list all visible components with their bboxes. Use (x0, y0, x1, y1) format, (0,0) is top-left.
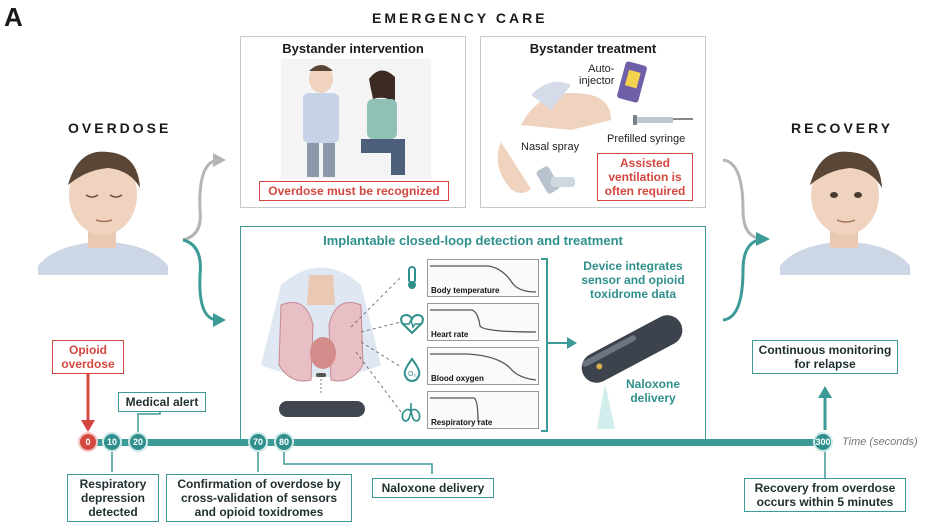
heart-rate-icon (400, 313, 424, 335)
syringe-icon (633, 115, 693, 125)
respiratory-depression-callout: Respiratory depression detected (67, 474, 159, 522)
timeline-marker-80: 80 (274, 432, 294, 452)
svg-text:O₂: O₂ (408, 371, 416, 378)
bystander-treatment-panel: Bystander treatment Auto- injector Prefi… (480, 36, 706, 208)
overdose-recognized-note: Overdose must be recognized (259, 181, 449, 201)
chart-respiratory-rate: Respiratory rate (427, 391, 539, 429)
lungs-torso-illustration (261, 267, 381, 417)
sensor-leader-lines (350, 276, 402, 413)
panel-letter: A (4, 2, 23, 32)
heart-rate-curve (430, 309, 537, 333)
bystander-intervention-illustration (281, 59, 431, 179)
bystander-treatment-title: Bystander treatment (529, 41, 657, 56)
body-temperature-curve (430, 265, 537, 293)
prefilled-syringe-label: Prefilled syringe (607, 133, 686, 145)
medical-alert-callout: Medical alert (118, 392, 206, 412)
chart-blood-oxygen: Blood oxygen (427, 347, 539, 385)
bystander-intervention-title: Bystander intervention (282, 41, 424, 56)
timeline-marker-0: 0 (78, 432, 98, 452)
timeline-connectors (81, 370, 832, 478)
nasal-spray-label: Nasal spray (521, 141, 580, 153)
chart-label-respiratory-rate: Respiratory rate (431, 418, 493, 427)
arm-illustration (521, 81, 611, 130)
recovery-title: RECOVERY (791, 120, 894, 136)
device-integrates-text: Device integrates sensor and opioid toxi… (581, 259, 685, 301)
naloxone-delivery-device-text: Naloxone delivery (625, 377, 680, 405)
opioid-overdose-callout: Opioid overdose (52, 340, 124, 374)
timeline-marker-20: 20 (128, 432, 148, 452)
overdose-branch-arrows (182, 153, 226, 327)
chart-label-blood-oxygen: Blood oxygen (431, 374, 484, 383)
continuous-monitoring-callout: Continuous monitoring for relapse (752, 340, 898, 374)
timeline-marker-70: 70 (248, 432, 268, 452)
respiratory-rate-curve (430, 397, 479, 423)
auto-injector-label: Auto- injector (579, 63, 615, 87)
recovered-patient-illustration (780, 151, 910, 275)
oxygen-icon: O₂ (403, 357, 421, 383)
recovery-time-callout: Recovery from overdose occurs within 5 m… (744, 478, 906, 512)
chart-label-heart-rate: Heart rate (431, 330, 469, 339)
time-axis-label: Time (seconds) (842, 436, 918, 448)
implant-device-illustration (581, 315, 683, 429)
overdose-patient-illustration (38, 151, 168, 275)
chart-heart-rate: Heart rate (427, 303, 539, 341)
blood-oxygen-curve (430, 353, 537, 381)
chart-label-body-temperature: Body temperature (431, 286, 500, 295)
thermometer-icon (408, 266, 416, 289)
overdose-title: OVERDOSE (68, 120, 172, 136)
timeline-marker-10: 10 (102, 432, 122, 452)
nasal-spray-illustration (497, 142, 575, 194)
implantable-panel: Implantable closed-loop detection and tr… (240, 226, 706, 440)
timeline-marker-300: 300 (813, 432, 833, 452)
timeline-bar (84, 439, 826, 446)
assisted-ventilation-note: Assisted ventilation is often required (597, 153, 693, 201)
confirmation-callout: Confirmation of overdose by cross-valida… (166, 474, 352, 522)
emergency-care-title: EMERGENCY CARE (372, 10, 548, 26)
bystander-intervention-panel: Bystander intervention Overdose must be … (240, 36, 466, 208)
auto-injector-icon (617, 61, 647, 103)
recovery-merge-arrows (722, 158, 770, 322)
chart-body-temperature: Body temperature (427, 259, 539, 297)
implantable-title: Implantable closed-loop detection and tr… (323, 233, 623, 248)
naloxone-delivery-callout: Naloxone delivery (372, 478, 494, 498)
integration-bracket (541, 258, 577, 432)
lungs-icon (401, 403, 421, 422)
